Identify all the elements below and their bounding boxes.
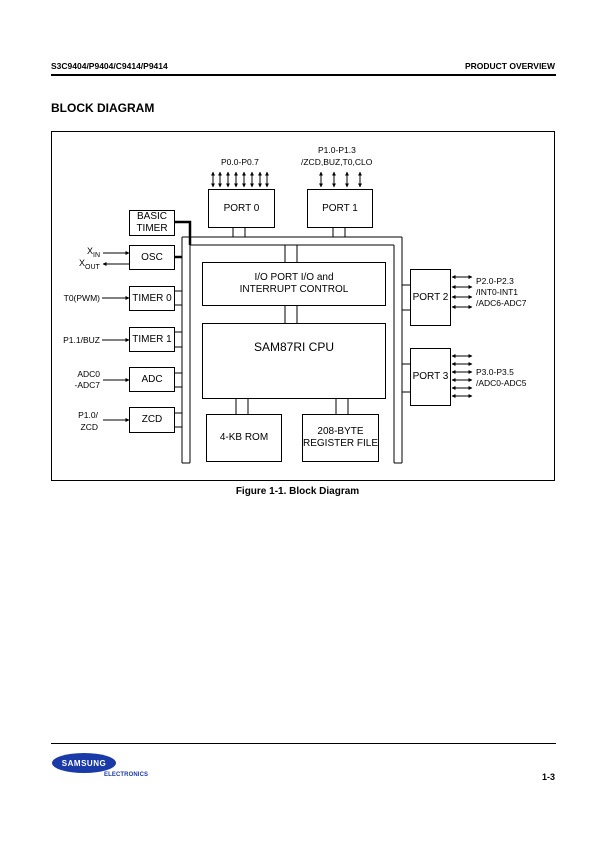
port2-block: PORT 2 — [410, 269, 451, 326]
cpu-block: SAM87RI CPU — [202, 323, 386, 399]
port2-pins-label-1: P2.0-P2.3 — [476, 276, 514, 286]
io-control-line1: I/O PORT I/O and — [254, 272, 334, 283]
osc-label: OSC — [141, 251, 163, 263]
port3-pins-label-2: /ADC0-ADC5 — [476, 378, 527, 388]
port0-pins-label: P0.0-P0.7 — [221, 157, 259, 167]
adc-label: ADC — [141, 373, 163, 385]
timer0-input-label: T0(PWM) — [63, 293, 100, 303]
cpu-label: SAM87RI CPU — [253, 340, 335, 354]
header-doc-id: S3C9404/P9404/C9414/P9414 — [51, 61, 168, 71]
osc-block: OSC — [129, 245, 175, 270]
port0-label: PORT 0 — [223, 202, 260, 214]
adc-input-label-1: ADC0 — [77, 369, 100, 379]
samsung-logo: SAMSUNG — [52, 753, 116, 773]
xout-label: XOUT — [79, 258, 100, 271]
electronics-label: ELECTRONICS — [104, 772, 149, 778]
port2-pins-label-2: /INT0-INT1 — [476, 287, 519, 297]
port1-label: PORT 1 — [322, 202, 358, 214]
zcd-input-label-1: P1.0/ — [78, 410, 98, 420]
basic-timer-line2: TIMER — [136, 223, 168, 234]
register-file-block: 208-BYTE REGISTER FILE — [302, 414, 379, 462]
timer1-block: TIMER 1 — [129, 327, 175, 352]
port2-label: PORT 2 — [412, 291, 449, 303]
adc-input-label-2: -ADC7 — [74, 380, 100, 390]
figure-caption: Figure 1-1. Block Diagram — [235, 486, 360, 497]
header-rule — [51, 74, 556, 76]
port3-block: PORT 3 — [410, 348, 451, 406]
section-title: BLOCK DIAGRAM — [51, 101, 155, 115]
port2-pins-label-3: /ADC6-ADC7 — [476, 298, 527, 308]
adc-block: ADC — [129, 367, 175, 392]
header-section: PRODUCT OVERVIEW — [464, 61, 555, 71]
io-control-line2: INTERRUPT CONTROL — [239, 284, 349, 295]
basic-timer-block: BASIC TIMER — [129, 210, 175, 236]
port1-pins-alt-label: /ZCD,BUZ,T0,CLO — [301, 157, 373, 167]
zcd-input-label-2: ZCD — [80, 422, 98, 432]
xin-label: XIN — [87, 246, 101, 259]
timer0-block: TIMER 0 — [129, 286, 175, 311]
rom-block: 4-KB ROM — [206, 414, 282, 462]
timer0-label: TIMER 0 — [132, 292, 172, 304]
port3-label: PORT 3 — [412, 371, 449, 382]
page-number: 1-3 — [541, 772, 555, 782]
rom-label: 4-KB ROM — [219, 432, 269, 443]
timer1-label: TIMER 1 — [132, 333, 172, 345]
zcd-label: ZCD — [141, 414, 163, 425]
register-file-line1: 208-BYTE — [317, 426, 364, 437]
basic-timer-line1: BASIC — [136, 211, 167, 222]
port3-pins-label-1: P3.0-P3.5 — [476, 367, 514, 377]
diagram-frame — [51, 131, 555, 481]
timer1-input-label: P1.1/BUZ — [63, 335, 100, 345]
port0-block: PORT 0 — [208, 189, 275, 228]
samsung-logo-text: SAMSUNG — [62, 759, 106, 768]
register-file-line2: REGISTER FILE — [303, 438, 379, 449]
io-control-block: I/O PORT I/O and INTERRUPT CONTROL — [202, 262, 386, 306]
footer-rule — [51, 743, 556, 744]
zcd-block: ZCD — [129, 407, 175, 433]
port1-block: PORT 1 — [307, 189, 373, 228]
port1-pins-label: P1.0-P1.3 — [318, 145, 356, 155]
